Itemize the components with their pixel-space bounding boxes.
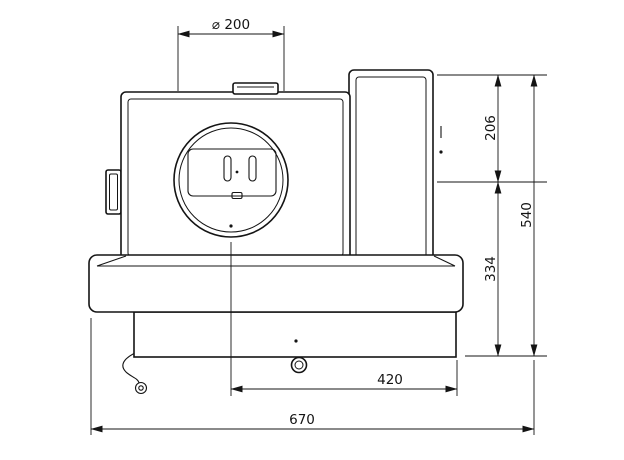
flue-bottom-dot <box>229 224 233 228</box>
hearth-outer <box>88 254 464 313</box>
dim-label-206: 206 <box>483 115 499 141</box>
dim-420: 420 <box>230 242 458 396</box>
base-knob <box>290 356 308 374</box>
door-handle-outer <box>105 169 122 215</box>
cord-path <box>122 349 143 384</box>
dim-right-stack: 206 334 540 <box>437 74 547 357</box>
air-slot-right <box>248 155 257 182</box>
flue-collar <box>173 122 289 238</box>
cord-ring-outer <box>134 381 148 395</box>
air-slot-left <box>223 155 232 182</box>
dim-flue-diameter: ⌀ 200 <box>177 17 285 91</box>
power-cord <box>122 349 148 395</box>
knob-inner <box>294 360 304 370</box>
flue-inner-circle <box>178 127 284 233</box>
air-box-dot <box>235 170 239 174</box>
flue-outer-circle <box>173 122 289 238</box>
hearth-right-bevel <box>433 255 456 267</box>
dim-670: 670 <box>90 318 535 435</box>
panel-screw-dot <box>439 150 443 154</box>
door-handle <box>105 169 122 215</box>
dim-label-flue-diameter: ⌀ 200 <box>212 17 250 33</box>
lower-slot <box>231 191 243 200</box>
dim-label-334: 334 <box>483 256 499 282</box>
hearth-left-bevel <box>96 255 127 267</box>
cord-ring-inner <box>138 385 144 391</box>
base-plinth <box>133 311 457 358</box>
hearth-ledge <box>88 254 464 313</box>
damper-tab-outer <box>232 82 279 95</box>
dim-label-540: 540 <box>519 202 535 228</box>
plinth-box <box>133 311 457 358</box>
plinth-screw-dot <box>294 339 298 343</box>
damper-tab <box>232 82 279 95</box>
dim-label-670: 670 <box>289 412 315 428</box>
knob-outer <box>290 356 308 374</box>
dim-label-420: 420 <box>377 372 403 388</box>
door-handle-inner <box>109 173 118 211</box>
